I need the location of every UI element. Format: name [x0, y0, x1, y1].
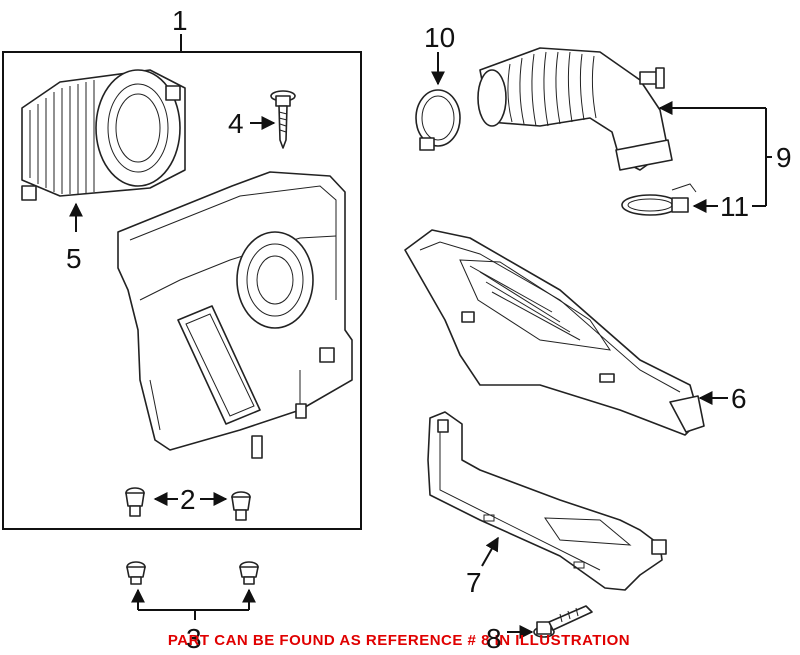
- intake-duct-part-9: [477, 47, 673, 171]
- callout-8-label: 8: [486, 623, 502, 654]
- callout-11: 11: [692, 191, 749, 222]
- callout-9: 9: [658, 101, 792, 207]
- grommet-part-2-right: [231, 491, 251, 521]
- callout-5: 5: [66, 202, 83, 274]
- assembly-group-box: [2, 51, 362, 530]
- bolt-part-8: [533, 605, 593, 638]
- callout-10: 10: [424, 22, 455, 86]
- callout-11-label: 11: [720, 191, 749, 222]
- callout-1: 1: [172, 5, 188, 52]
- clamp-part-11: [621, 183, 697, 216]
- callout-4-label: 4: [228, 108, 244, 139]
- callout-9-label: 9: [776, 142, 792, 173]
- bracket-part-7: [427, 411, 667, 591]
- reference-caption: PART CAN BE FOUND AS REFERENCE # 8 IN IL…: [168, 632, 630, 649]
- air-filter-element: [21, 69, 186, 201]
- callout-5-label: 5: [66, 243, 82, 274]
- callout-7: 7: [466, 536, 499, 598]
- callout-6-label: 6: [731, 383, 747, 414]
- callout-2: 2: [153, 484, 228, 515]
- callout-7-label: 7: [466, 567, 482, 598]
- callout-3-label: 3: [186, 623, 202, 654]
- callout-10-label: 10: [424, 22, 455, 53]
- grommet-part-2-left: [125, 487, 145, 517]
- callout-4: 4: [228, 108, 276, 139]
- grommet-part-3-right: [239, 561, 259, 585]
- air-cleaner-housing: [117, 171, 353, 459]
- screw-part-4: [270, 90, 296, 149]
- callout-6: 6: [698, 383, 747, 414]
- air-cleaner-cover-part-6: [404, 229, 705, 436]
- grommet-part-3-left: [126, 561, 146, 585]
- callout-1-label: 1: [172, 5, 188, 36]
- clamp-part-10: [415, 89, 461, 151]
- callout-2-label: 2: [180, 484, 196, 515]
- callout-3: 3: [131, 588, 256, 654]
